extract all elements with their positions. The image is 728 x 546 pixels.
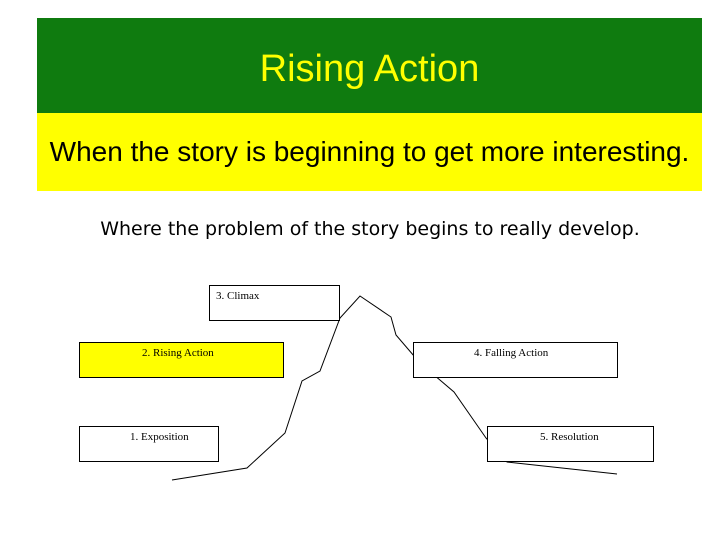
rising-action-box: 2. Rising Action bbox=[79, 342, 284, 378]
slide-title: Rising Action bbox=[259, 48, 480, 90]
rising-action-label: 2. Rising Action bbox=[142, 347, 214, 359]
definition-text: When the story is beginning to get more … bbox=[49, 136, 690, 167]
exposition-label: 1. Exposition bbox=[130, 431, 189, 443]
resolution-box: 5. Resolution bbox=[487, 426, 654, 462]
explanation-text: Where the problem of the story begins to… bbox=[100, 218, 640, 240]
climax-label: 3. Climax bbox=[216, 290, 260, 302]
plot-line bbox=[171, 295, 618, 481]
falling-action-box: 4. Falling Action bbox=[413, 342, 618, 378]
resolution-label: 5. Resolution bbox=[540, 431, 599, 443]
climax-box: 3. Climax bbox=[209, 285, 340, 321]
exposition-box: 1. Exposition bbox=[79, 426, 219, 462]
definition-bar: When the story is beginning to get more … bbox=[37, 113, 702, 191]
title-bar: Rising Action bbox=[37, 18, 702, 113]
falling-action-label: 4. Falling Action bbox=[474, 347, 549, 359]
